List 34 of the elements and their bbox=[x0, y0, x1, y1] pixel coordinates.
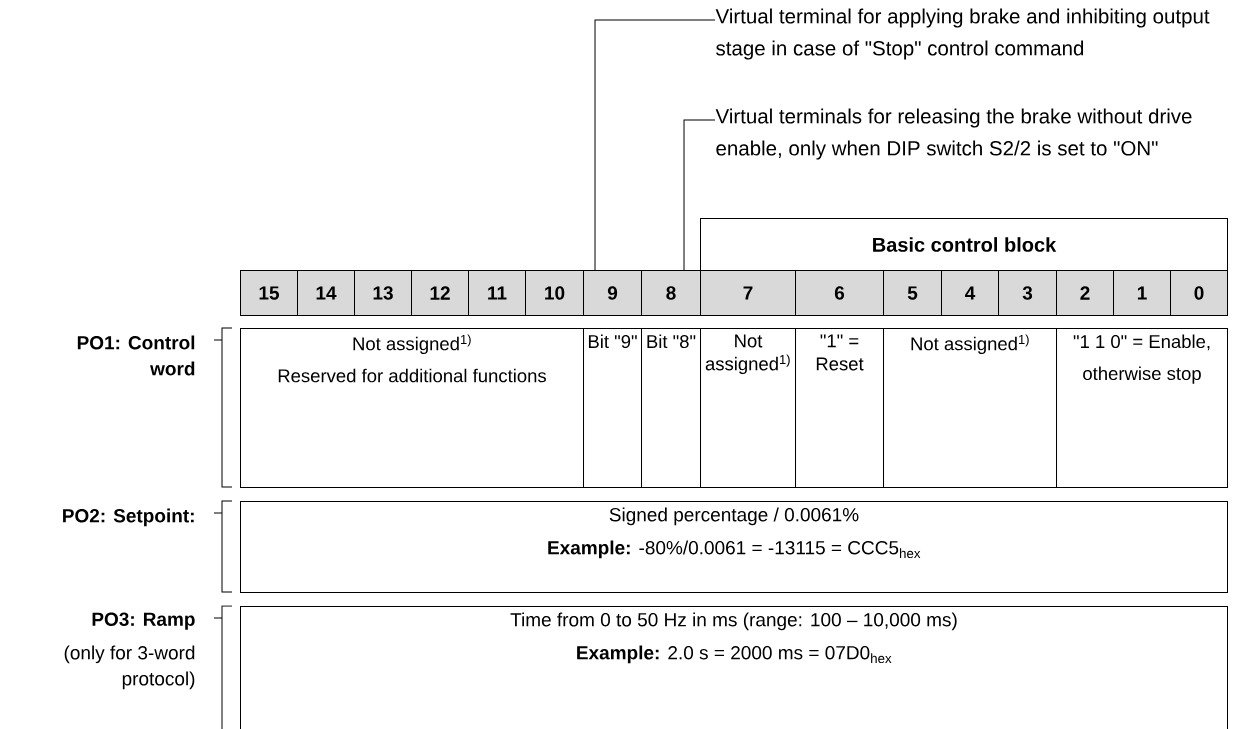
table-cell: Signed percentage / 0.0061% Example: -80%/0.0061 = -13115 = CCC5$_{hex}$ bbox=[240, 501, 1228, 593]
leader-line bbox=[594, 19, 716, 271]
row-label: PO1: Control word bbox=[77, 335, 195, 376]
table-cell: Bit "8" bbox=[641, 328, 701, 488]
row-label: (only for 3-word protocol) bbox=[64, 645, 195, 690]
table-cell: Not assigned$^{1)}$ Reserved for additional functions bbox=[240, 328, 584, 488]
bit-number-cell: 0 bbox=[1170, 270, 1228, 316]
bit-number-cell: 4 bbox=[941, 270, 999, 316]
bit-number-cell: 8 bbox=[641, 270, 701, 316]
table-cell: "1 1 0" = Enable, otherwise stop bbox=[1056, 328, 1228, 488]
bit-number-cell: 3 bbox=[998, 270, 1057, 316]
bit-number-cell: 15 bbox=[240, 270, 298, 316]
group-header-box: Basic control block bbox=[700, 218, 1228, 271]
bit-number-cell: 12 bbox=[411, 270, 469, 316]
row-label: PO2: Setpoint: bbox=[63, 508, 194, 527]
annotation-text: Virtual terminals for releasing the brake without drive enable, only when DIP switch S2/2 is set to "ON" bbox=[715, 108, 1192, 160]
bit-number-cell: 13 bbox=[354, 270, 412, 316]
table-cell: "1" = Reset bbox=[795, 328, 884, 488]
annotation-text: Virtual terminal for applying brake and inhibiting output stage in case of "Stop" control command bbox=[715, 8, 1210, 60]
bit-number-cell: 11 bbox=[468, 270, 526, 316]
bit-number-cell: 2 bbox=[1056, 270, 1114, 316]
bit-number-cell: 7 bbox=[700, 270, 796, 316]
bit-number-cell: 10 bbox=[525, 270, 584, 316]
row-label: PO3: Ramp bbox=[92, 612, 195, 630]
bit-number-cell: 6 bbox=[795, 270, 884, 316]
bit-number-cell: 9 bbox=[583, 270, 642, 316]
table-cell: Not assigned$^{1)}$ bbox=[700, 328, 796, 488]
bit-number-cell: 14 bbox=[297, 270, 355, 316]
leader-line bbox=[683, 119, 716, 271]
bit-number-cell: 1 bbox=[1113, 270, 1171, 316]
table-cell: Time from 0 to 50 Hz in ms (range: 100 – 10,000 ms) Example: 2.0 s = 2000 ms = 07D0$_{hex}$ bbox=[240, 606, 1228, 729]
table-cell: Not assigned$^{1)}$ bbox=[883, 328, 1057, 488]
table-cell: Bit "9" bbox=[583, 328, 642, 488]
bit-number-cell: 5 bbox=[883, 270, 942, 316]
